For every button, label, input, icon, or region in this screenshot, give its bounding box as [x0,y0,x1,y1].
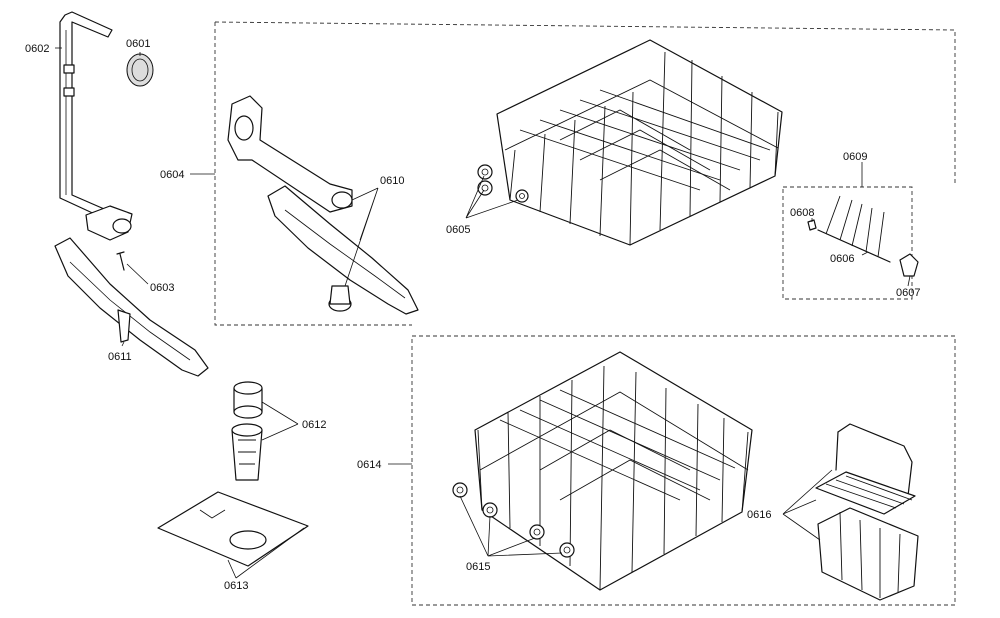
label-0601: 0601 [126,38,150,50]
label-0610: 0610 [380,175,404,187]
screw-part [116,251,125,271]
label-0613: 0613 [224,580,248,592]
lower-group-box [411,335,956,606]
label-0612: 0612 [302,419,326,431]
label-0609: 0609 [843,151,867,163]
fine-filter-plate-part [157,491,309,567]
label-0615: 0615 [466,561,490,573]
supply-tube-part [59,11,133,241]
label-0607: 0607 [896,287,920,299]
tine-row-part [817,195,891,263]
label-0606: 0606 [830,253,854,265]
lower-rack-basket [474,351,753,591]
label-0616: 0616 [747,509,771,521]
label-0614: 0614 [357,459,381,471]
filter-cap-part [126,53,154,87]
cutlery-basket-part [815,423,919,601]
upper-spray-arm-part [267,185,419,315]
leader-lines [55,47,911,579]
upper-rack-wheels [477,164,529,203]
lower-spray-arm-part [54,237,209,377]
upper-group-box [214,21,956,326]
label-0602: 0602 [25,43,49,55]
lower-rack-wheels [452,482,575,558]
label-0604: 0604 [160,169,184,181]
label-0611: 0611 [108,351,132,363]
label-0603: 0603 [150,282,174,294]
label-0605: 0605 [446,224,470,236]
tine-group-box [782,186,913,300]
upper-supply-pipe-part [227,95,353,213]
upper-rack-basket [496,39,783,246]
filter-assembly-part [231,381,263,481]
label-0608: 0608 [790,207,814,219]
clip-end-part [899,253,919,277]
